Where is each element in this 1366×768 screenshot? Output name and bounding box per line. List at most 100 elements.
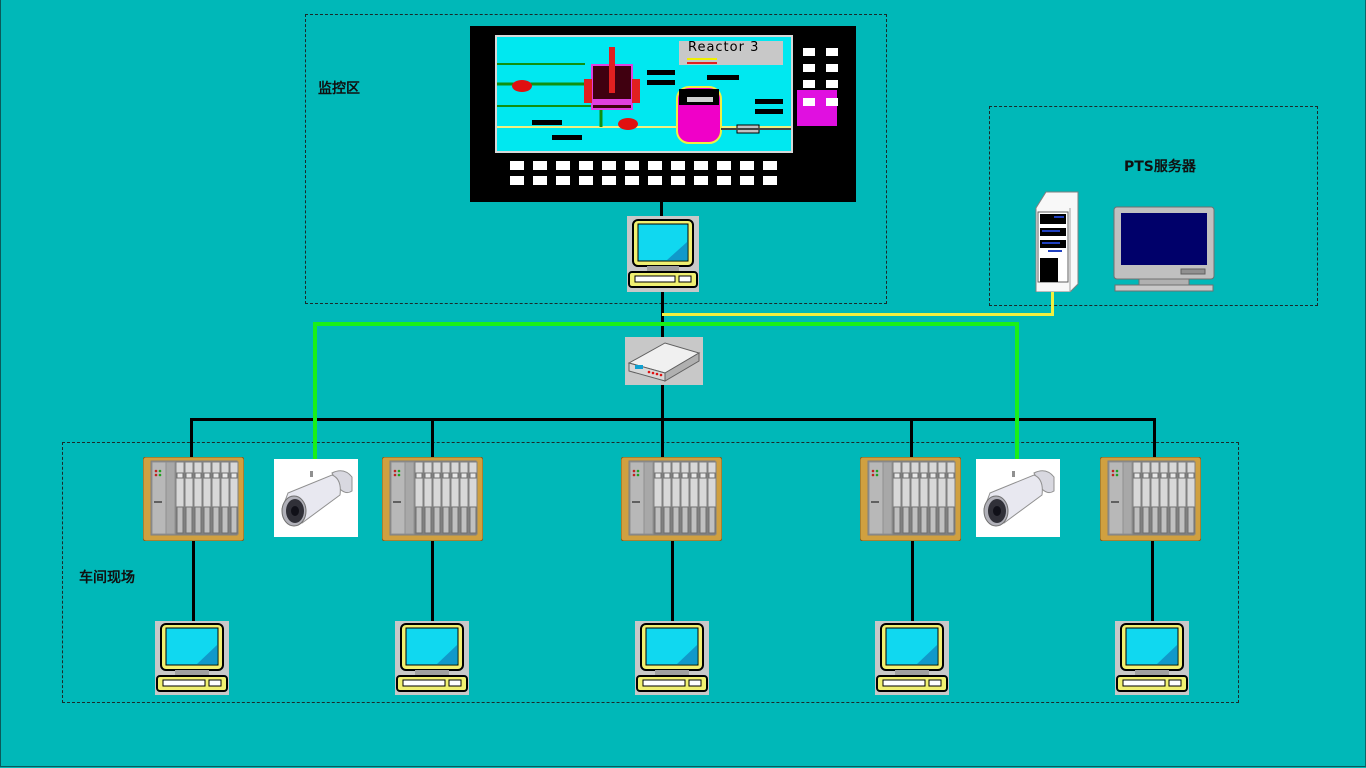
plc-5[interactable] bbox=[1099, 456, 1202, 542]
server-link-vertical bbox=[1051, 290, 1054, 316]
hmi-function-key[interactable] bbox=[556, 176, 570, 185]
pc-1[interactable] bbox=[155, 621, 229, 695]
hmi-key[interactable] bbox=[826, 80, 838, 88]
hmi-function-key[interactable] bbox=[579, 176, 593, 185]
plc-pc-wire-4 bbox=[911, 540, 914, 624]
hmi-function-key[interactable] bbox=[533, 161, 547, 170]
server-tower-icon bbox=[1035, 191, 1079, 293]
hmi-function-key[interactable] bbox=[579, 161, 593, 170]
hmi-magenta-key-panel bbox=[797, 90, 837, 126]
plc-pc-wire-2 bbox=[431, 540, 434, 624]
hmi-function-key[interactable] bbox=[510, 176, 524, 185]
camera-2[interactable] bbox=[976, 459, 1060, 537]
hmi-function-key[interactable] bbox=[694, 176, 708, 185]
monitor-icon bbox=[1113, 206, 1215, 292]
hmi-panel[interactable] bbox=[470, 26, 856, 202]
workstation-icon bbox=[155, 621, 229, 695]
switch-icon bbox=[627, 342, 701, 382]
hmi-function-key[interactable] bbox=[717, 176, 731, 185]
bus-drop-4 bbox=[910, 418, 913, 458]
workstation-icon bbox=[627, 216, 699, 292]
monitor-zone bbox=[305, 14, 887, 304]
monitor-workstation[interactable] bbox=[627, 216, 699, 292]
server-link-horizontal bbox=[662, 313, 1054, 316]
switch-to-bus-wire bbox=[661, 384, 664, 422]
plc-pc-wire-1 bbox=[192, 540, 195, 624]
pc-2[interactable] bbox=[395, 621, 469, 695]
cctv-camera-icon bbox=[983, 470, 1055, 527]
plc-rack-icon bbox=[620, 456, 723, 542]
hmi-function-key[interactable] bbox=[625, 176, 639, 185]
hmi-key[interactable] bbox=[803, 80, 815, 88]
hmi-screen[interactable] bbox=[495, 35, 793, 153]
hmi-function-key[interactable] bbox=[740, 161, 754, 170]
hmi-function-key[interactable] bbox=[556, 161, 570, 170]
pts-zone bbox=[989, 106, 1318, 306]
pc-3[interactable] bbox=[635, 621, 709, 695]
plc-rack-icon bbox=[142, 456, 245, 542]
plc-2[interactable] bbox=[381, 456, 484, 542]
video-link-horizontal bbox=[313, 322, 1019, 326]
workstation-icon bbox=[875, 621, 949, 695]
hmi-function-key[interactable] bbox=[602, 176, 616, 185]
plc-pc-wire-5 bbox=[1151, 540, 1154, 624]
hmi-key[interactable] bbox=[826, 48, 838, 56]
transfer-pump bbox=[618, 118, 638, 130]
hmi-function-key[interactable] bbox=[763, 161, 777, 170]
workstation-icon bbox=[1115, 621, 1189, 695]
hmi-function-key[interactable] bbox=[533, 176, 547, 185]
pc-5[interactable] bbox=[1115, 621, 1189, 695]
plc-1[interactable] bbox=[142, 456, 245, 542]
plc-rack-icon bbox=[859, 456, 962, 542]
hmi-key[interactable] bbox=[803, 98, 815, 106]
hmi-key[interactable] bbox=[826, 64, 838, 72]
hmi-function-keys bbox=[510, 161, 810, 191]
process-schematic bbox=[497, 41, 791, 144]
hmi-function-key[interactable] bbox=[625, 161, 639, 170]
hmi-function-key[interactable] bbox=[671, 176, 685, 185]
bus-drop-3 bbox=[661, 418, 664, 458]
monitor-zone-label: 监控区 bbox=[318, 81, 360, 97]
hmi-key[interactable] bbox=[803, 64, 815, 72]
workshop-zone-label: 车间现场 bbox=[79, 570, 135, 586]
pts-server[interactable] bbox=[1034, 190, 1080, 293]
bus-drop-1 bbox=[190, 418, 193, 458]
pts-monitor[interactable] bbox=[1113, 205, 1215, 293]
plc-rack-icon bbox=[381, 456, 484, 542]
plc-rack-icon bbox=[1099, 456, 1202, 542]
workstation-icon bbox=[395, 621, 469, 695]
title-box bbox=[679, 41, 783, 65]
workshop-zone bbox=[62, 442, 1239, 703]
network-switch[interactable] bbox=[625, 337, 703, 385]
hmi-key[interactable] bbox=[826, 98, 838, 106]
hmi-function-key[interactable] bbox=[694, 161, 708, 170]
hmi-title: Reactor 3 bbox=[688, 40, 760, 55]
hmi-function-key[interactable] bbox=[763, 176, 777, 185]
plc-3[interactable] bbox=[620, 456, 723, 542]
plc-4[interactable] bbox=[859, 456, 962, 542]
video-link-left bbox=[313, 322, 317, 460]
legend-yellow-swatch bbox=[687, 58, 717, 60]
plc-pc-wire-3 bbox=[671, 540, 674, 624]
bus-drop-2 bbox=[431, 418, 434, 458]
hmi-function-key[interactable] bbox=[648, 176, 662, 185]
hmi-function-key[interactable] bbox=[717, 161, 731, 170]
dosing-pump bbox=[512, 80, 532, 92]
hmi-side-keys bbox=[797, 42, 857, 132]
hmi-to-pc-wire bbox=[660, 200, 663, 220]
hmi-function-key[interactable] bbox=[648, 161, 662, 170]
legend-red-swatch bbox=[687, 62, 717, 64]
ethernet-bus bbox=[190, 418, 1156, 421]
video-link-right bbox=[1015, 322, 1019, 460]
workstation-icon bbox=[635, 621, 709, 695]
pc-4[interactable] bbox=[875, 621, 949, 695]
hmi-function-key[interactable] bbox=[602, 161, 616, 170]
pts-zone-label: PTS服务器 bbox=[1124, 159, 1196, 175]
cctv-camera-icon bbox=[281, 470, 353, 527]
hmi-key[interactable] bbox=[803, 48, 815, 56]
hmi-function-key[interactable] bbox=[510, 161, 524, 170]
camera-1[interactable] bbox=[274, 459, 358, 537]
hmi-function-key[interactable] bbox=[740, 176, 754, 185]
hmi-function-key[interactable] bbox=[671, 161, 685, 170]
bus-drop-5 bbox=[1153, 418, 1156, 458]
